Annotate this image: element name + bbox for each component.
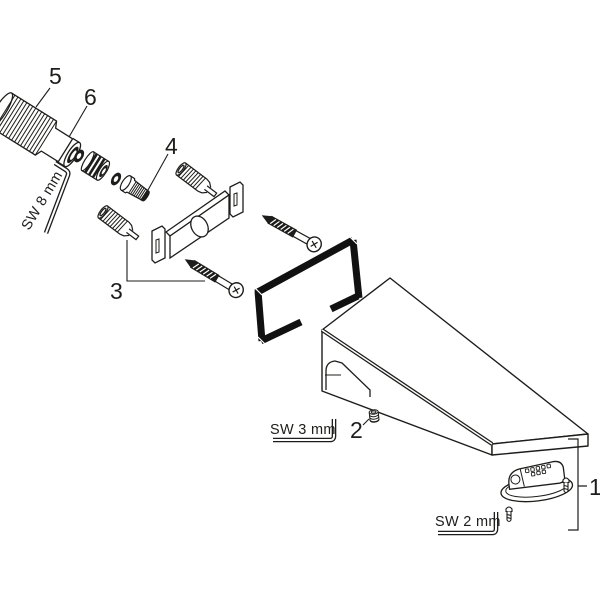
part-number-6: 6: [84, 84, 97, 110]
seal-frame-gasket: [253, 235, 363, 346]
leader-line-6: [68, 105, 88, 138]
threaded-connector-part: [0, 92, 82, 168]
spout-arch-cutout: [325, 360, 371, 397]
mounting-screw-lower: [184, 259, 244, 299]
leader-line-2: [362, 418, 370, 426]
leader-line-3: [126, 240, 205, 282]
part-number-5: 5: [49, 63, 62, 89]
wall-anchor-upper: [175, 162, 218, 198]
grooved-bushing: [80, 151, 111, 181]
hex-key-3mm-icon: [273, 419, 337, 443]
hex-key-2mm-icon: [438, 512, 499, 536]
o-ring-small-2: [110, 172, 122, 186]
aerator-grill: [524, 463, 551, 477]
leader-line-4: [147, 153, 169, 191]
hex-key-8mm-icon: [43, 161, 71, 234]
thread-hatch: [0, 94, 57, 156]
mounting-screw-right: [261, 215, 322, 253]
leader-line-5: [35, 87, 51, 108]
part-number-2: 2: [350, 417, 363, 443]
spout-right-face: [491, 433, 589, 456]
bracket-hole: [190, 215, 209, 238]
spout-body: [320, 277, 589, 456]
part-number-1: 1: [589, 474, 600, 500]
aerator-cap-detail: [510, 474, 521, 485]
bracket-part-1: [568, 438, 587, 531]
wall-anchor-lower: [97, 205, 140, 241]
grub-screw-part: [368, 409, 380, 423]
part-number-4: 4: [165, 133, 178, 159]
mounting-bracket-plate: [151, 181, 244, 264]
spout-front-edge: [320, 328, 494, 446]
sw2-label: SW 2 mm: [435, 514, 501, 530]
aerator-insert-part: [500, 460, 574, 503]
anchor-ribs: [100, 208, 128, 233]
expansion-plug-part: [119, 175, 150, 202]
sw3-label: SW 3 mm: [270, 422, 336, 438]
anchor-ribs: [178, 165, 206, 190]
rib-hatch: [128, 181, 148, 201]
part-number-3: 3: [110, 278, 123, 304]
insert-screw-left: [505, 506, 513, 523]
insert-screw-right: [562, 477, 570, 494]
o-ring-small-1: [73, 149, 85, 163]
